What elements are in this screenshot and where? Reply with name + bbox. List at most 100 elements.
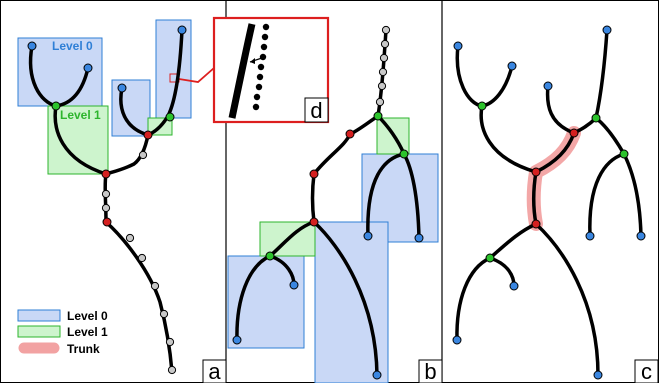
branch-c-down-left (488, 222, 538, 260)
sample-node (379, 53, 389, 63)
sample-node (378, 67, 388, 77)
legend-label-trunk: Trunk (67, 342, 100, 356)
branch-b-right-left (366, 152, 406, 238)
endpoint-node (507, 61, 517, 71)
branch-node (165, 112, 175, 122)
branch-c-right-down (622, 152, 643, 238)
panel-label-box-c (634, 359, 659, 383)
sample-dot (259, 53, 267, 61)
sample-dot (256, 73, 264, 81)
inset-thick-branch (228, 23, 256, 119)
branch-c-left-end (455, 256, 492, 342)
panel-label-c: c (641, 359, 652, 383)
panel-label-box-b (418, 359, 443, 383)
branch-b-right (402, 152, 421, 240)
sample-node (138, 150, 148, 160)
panel-label-a: a (208, 359, 221, 383)
branch-c-left-down (479, 104, 538, 174)
panel-c: c (452, 25, 659, 383)
branch-node (477, 101, 487, 111)
inset-connector (178, 67, 215, 83)
level1-annotation: Level 1 (60, 108, 101, 122)
branch-c-right-left (588, 152, 626, 238)
sample-node (380, 39, 390, 49)
panel-d: d (212, 16, 330, 124)
sample-dot (260, 43, 268, 51)
branch-node (485, 253, 495, 263)
sample-node (375, 97, 385, 107)
level0-annotation: Level 0 (52, 39, 93, 53)
legend-swatch-level0 (17, 309, 61, 322)
branch-node (399, 149, 409, 159)
branch-node (51, 101, 61, 111)
endpoint-node (372, 370, 382, 380)
endpoint-node (585, 231, 595, 241)
panel-b: b (227, 25, 443, 383)
sample-dot (257, 63, 265, 71)
branch-c-mid (545, 84, 576, 135)
endpoint-node (414, 233, 424, 243)
sample-node (167, 365, 177, 375)
endpoint-node (636, 231, 646, 241)
branch-c-down-right (534, 222, 600, 377)
panel-label-box-d (304, 97, 329, 123)
panel-label-box-a (202, 359, 227, 383)
legend: Level 0 Level 1 Trunk (17, 309, 108, 356)
sample-node (137, 253, 147, 263)
endpoint-node (453, 41, 463, 51)
junction-node (531, 167, 541, 177)
inset-sample-chain (252, 23, 270, 111)
branch-a-stem (103, 172, 174, 374)
sample-dot (253, 93, 261, 101)
branch-b-left (268, 220, 316, 258)
junction-node (531, 219, 541, 229)
sample-dot (262, 23, 270, 31)
sample-dot (252, 103, 260, 111)
sample-dot (255, 83, 263, 91)
junction-node (102, 217, 112, 227)
endpoint-node (543, 81, 553, 91)
endpoint-node (27, 41, 37, 51)
endpoint-node (177, 25, 187, 35)
legend-label-level0: Level 0 (67, 309, 108, 323)
sample-node (377, 81, 387, 91)
junction-node (143, 130, 153, 140)
branch-b-stem (310, 172, 316, 224)
branch-node (373, 111, 383, 121)
sample-node (125, 233, 135, 243)
branch-b-mid (312, 132, 352, 176)
branch-c-top-right (572, 28, 609, 135)
endpoint-node (509, 281, 519, 291)
endpoint-node (452, 335, 462, 345)
inset-arrow-head (250, 58, 255, 64)
endpoint-node (593, 370, 603, 380)
panel-label-b: b (424, 359, 436, 383)
panel-label-d: d (310, 98, 322, 123)
junction-node (345, 129, 355, 139)
branch-c-top-left (455, 44, 514, 108)
branch-b-left-down (235, 254, 272, 342)
junction-node (101, 169, 111, 179)
branch-node (265, 251, 275, 261)
sample-node (381, 25, 391, 35)
endpoint-node (232, 335, 242, 345)
legend-label-level1: Level 1 (67, 325, 108, 339)
legend-swatch-level1 (17, 325, 61, 338)
sample-node (101, 203, 111, 213)
junction-node (309, 169, 319, 179)
branch-b-right-down (312, 220, 379, 377)
endpoint-node (602, 25, 612, 35)
sample-node (150, 281, 160, 291)
junction-node (569, 128, 579, 138)
branch-node (619, 149, 629, 159)
branch-a-mid (119, 86, 150, 137)
sample-node (165, 337, 175, 347)
sample-node (101, 189, 111, 199)
junction-node (309, 217, 319, 227)
branch-node (591, 113, 601, 123)
endpoint-node (83, 63, 93, 73)
branch-a-trunk-left (53, 104, 108, 176)
branch-a-connector (104, 133, 150, 176)
sample-node (159, 309, 169, 319)
